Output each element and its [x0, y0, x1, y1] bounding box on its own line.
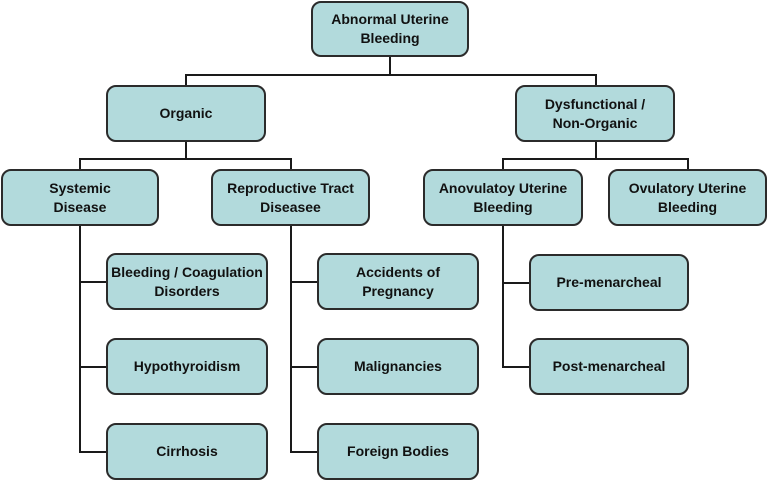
- connector: [290, 225, 292, 453]
- connector: [79, 158, 292, 160]
- node-bleeding-coagulation: Bleeding / Coagulation Disorders: [106, 253, 268, 310]
- node-anovulatory: Anovulatoy Uterine Bleeding: [423, 169, 583, 226]
- node-reproductive-tract: Reproductive Tract Diseasee: [211, 169, 370, 226]
- node-abnormal-uterine-bleeding: Abnormal Uterine Bleeding: [311, 1, 469, 57]
- connector: [79, 451, 107, 453]
- node-accidents-of-pregnancy: Accidents of Pregnancy: [317, 253, 479, 310]
- connector: [389, 56, 391, 76]
- connector: [502, 282, 530, 284]
- node-hypothyroidism: Hypothyroidism: [106, 338, 268, 395]
- connector: [687, 158, 689, 170]
- connector: [290, 451, 318, 453]
- connector: [502, 366, 530, 368]
- connector: [79, 225, 81, 453]
- connector: [595, 74, 597, 86]
- node-ovulatory: Ovulatory Uterine Bleeding: [608, 169, 767, 226]
- connector: [502, 158, 504, 170]
- connector: [79, 281, 107, 283]
- connector: [502, 225, 504, 368]
- connector: [290, 158, 292, 170]
- node-malignancies: Malignancies: [317, 338, 479, 395]
- connector: [185, 74, 187, 86]
- connector: [185, 74, 597, 76]
- connector: [79, 366, 107, 368]
- connector: [79, 158, 81, 170]
- node-organic: Organic: [106, 85, 266, 142]
- connector: [290, 366, 318, 368]
- node-dysfunctional: Dysfunctional / Non-Organic: [515, 85, 675, 142]
- node-foreign-bodies: Foreign Bodies: [317, 423, 479, 480]
- node-cirrhosis: Cirrhosis: [106, 423, 268, 480]
- node-pre-menarcheal: Pre-menarcheal: [529, 254, 689, 311]
- connector: [185, 141, 187, 159]
- node-post-menarcheal: Post-menarcheal: [529, 338, 689, 395]
- connector: [502, 158, 689, 160]
- connector: [595, 141, 597, 159]
- connector: [290, 281, 318, 283]
- node-systemic-disease: Systemic Disease: [1, 169, 159, 226]
